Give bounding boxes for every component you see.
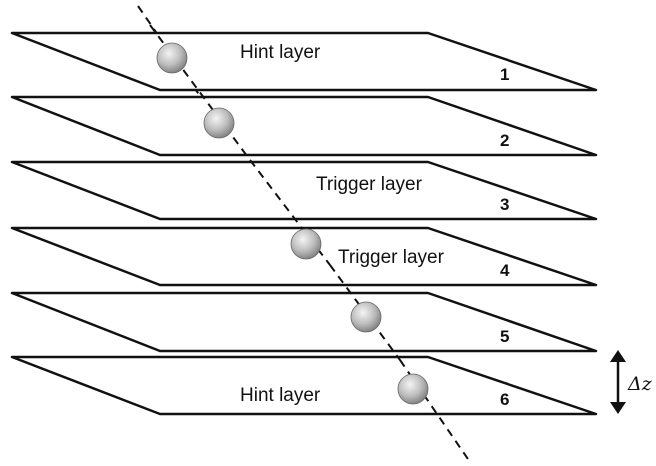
plane-1-number: 1 <box>500 65 509 84</box>
plane-6: Hint layer 6 <box>10 355 598 416</box>
plane-2: 2 <box>10 95 598 157</box>
arrow-head-up <box>610 350 626 362</box>
hit-sphere-2 <box>203 107 235 139</box>
plane-3-label: Trigger layer <box>316 174 423 195</box>
arrow-head-down <box>610 402 626 414</box>
plane-4-number: 4 <box>500 261 510 280</box>
plane-1-label: Hint layer <box>240 42 321 63</box>
plane-3-number: 3 <box>500 195 509 214</box>
delta-z-label: Δz <box>627 373 653 395</box>
plane-6-label: Hint layer <box>240 385 321 406</box>
hits <box>156 42 429 405</box>
plane-1: Hint layer 1 <box>10 31 598 92</box>
plane-5: 5 <box>10 291 598 353</box>
hit-sphere-1 <box>156 42 188 74</box>
plane-3: Trigger layer 3 <box>10 160 598 221</box>
hit-sphere-6 <box>397 373 429 405</box>
hit-sphere-5 <box>350 301 382 333</box>
plane-4-label: Trigger layer <box>338 247 445 268</box>
hit-sphere-4 <box>290 228 322 260</box>
plane-6-number: 6 <box>500 390 509 409</box>
plane-2-number: 2 <box>500 131 509 150</box>
plane-5-number: 5 <box>500 327 509 346</box>
spacing-indicator: Δz <box>610 350 653 414</box>
